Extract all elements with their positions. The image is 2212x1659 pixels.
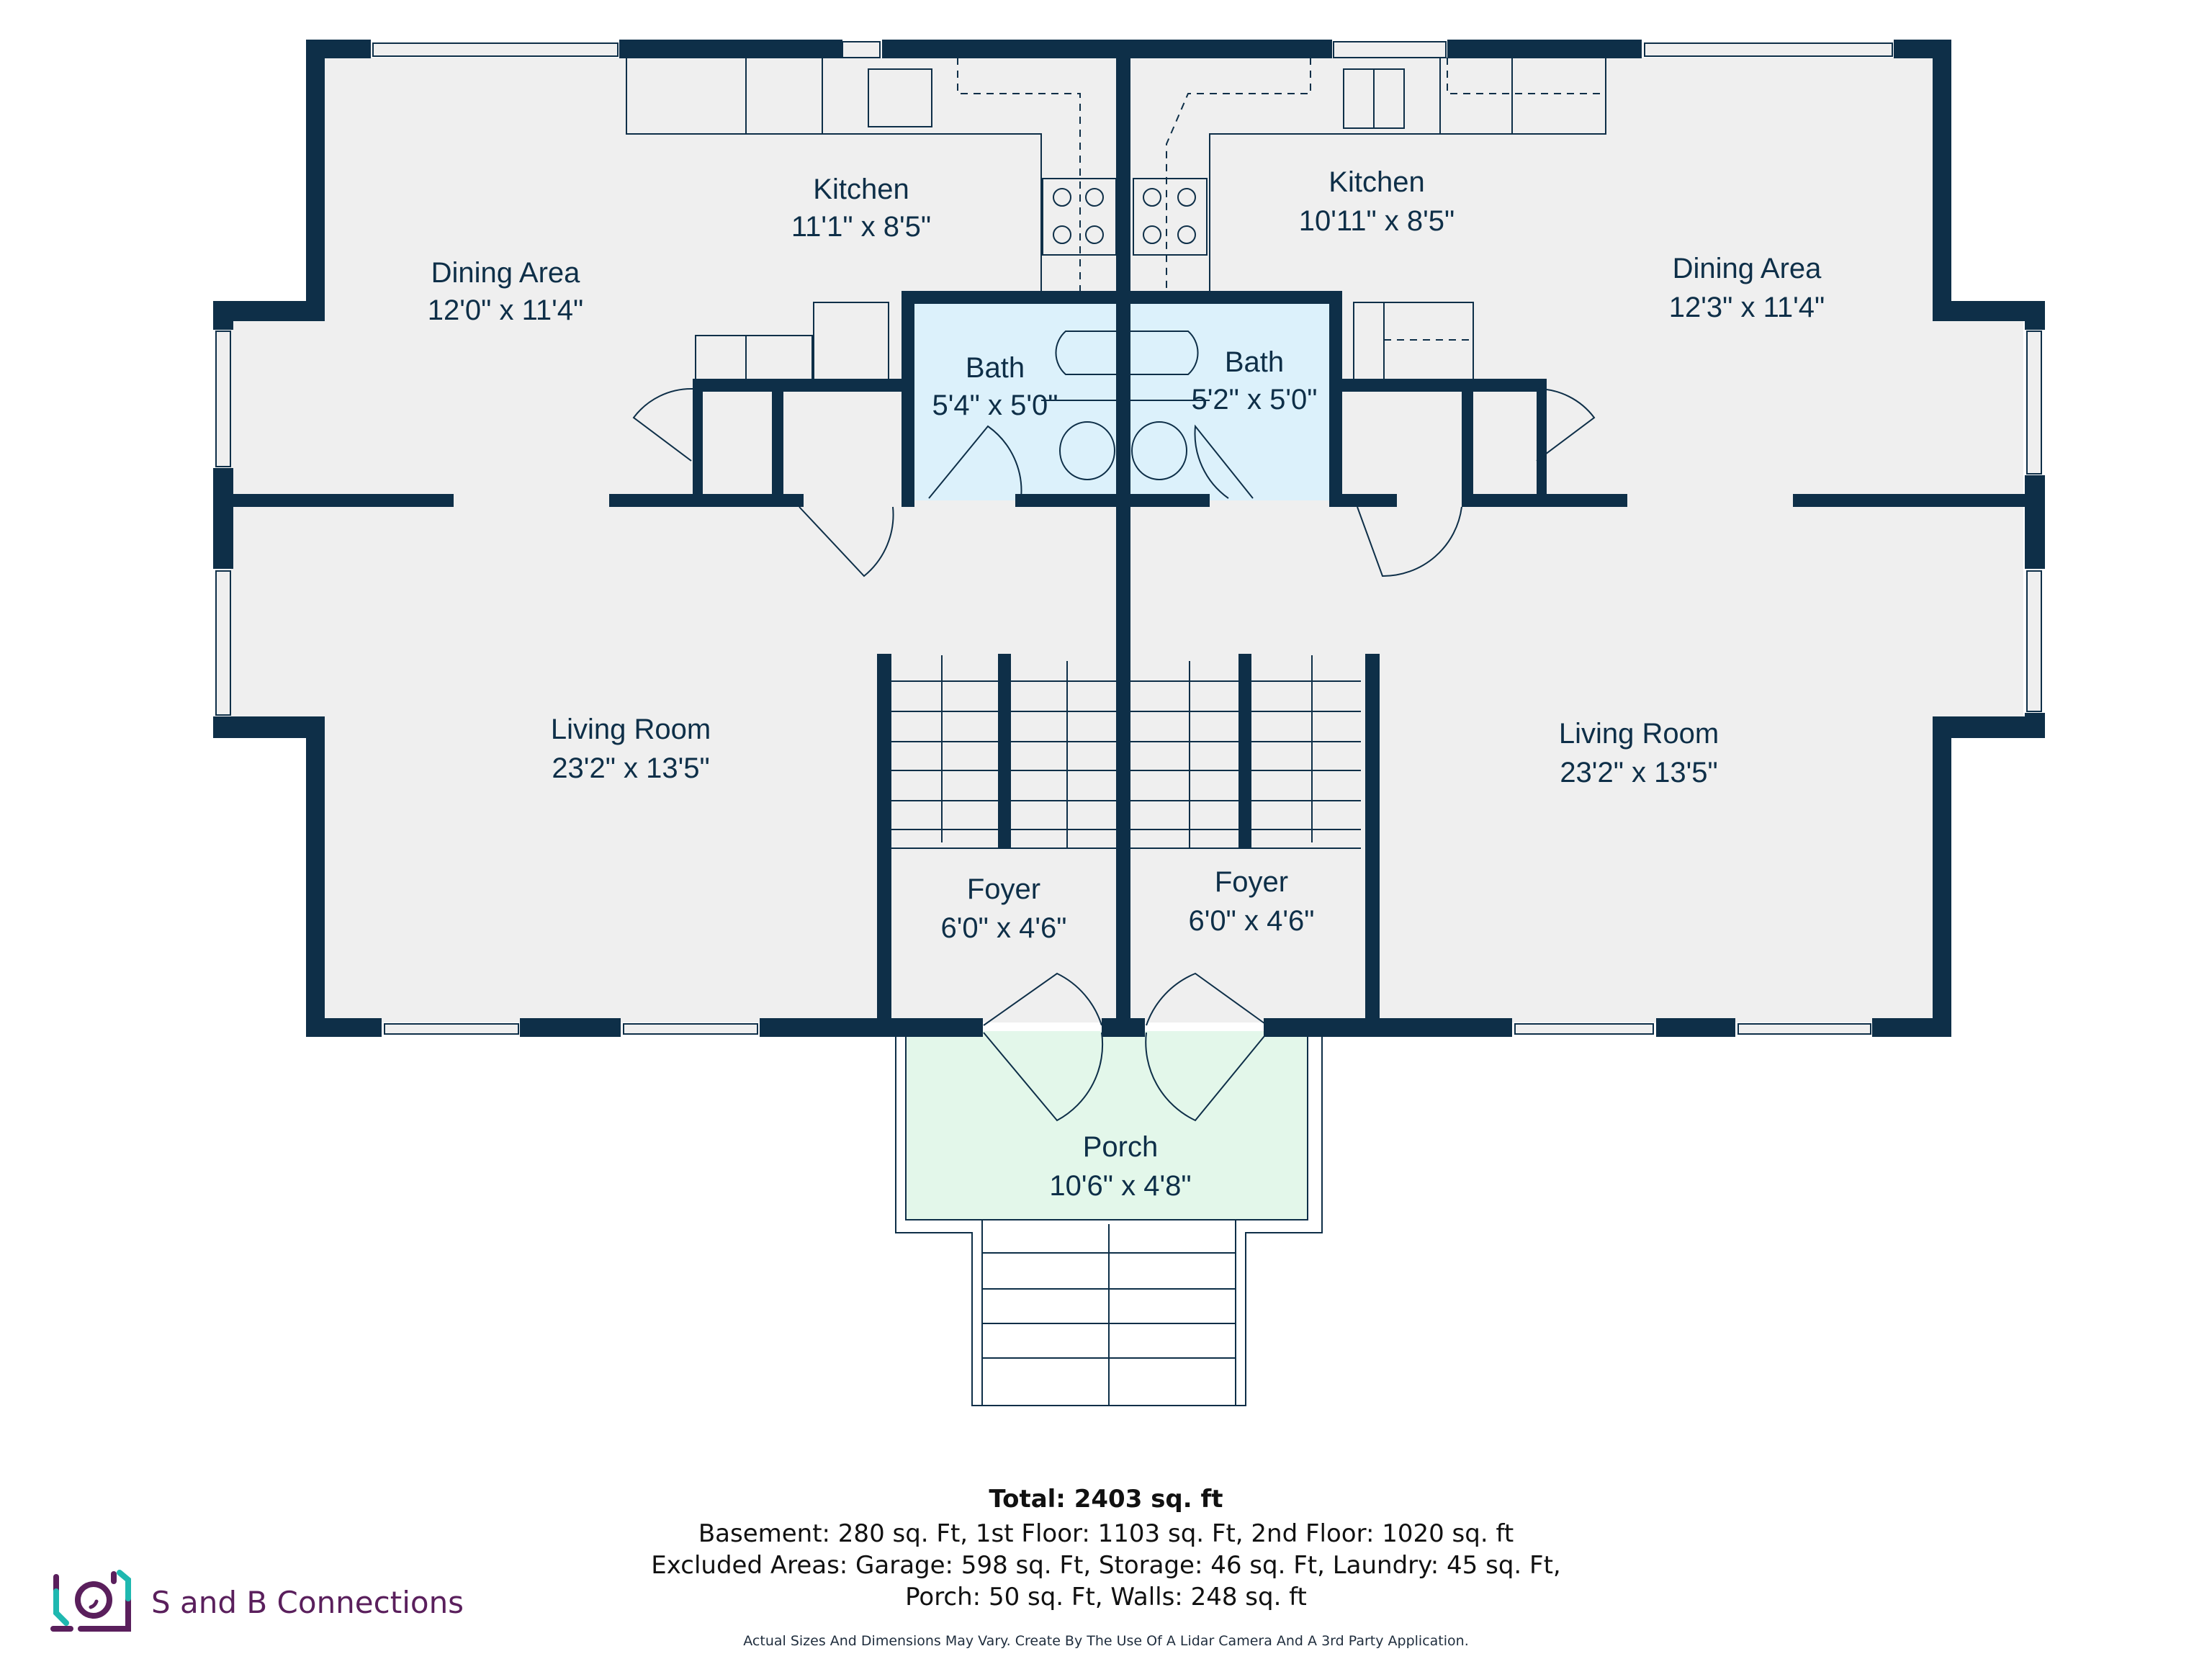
- room-name-kitchen-right: Kitchen: [1328, 166, 1424, 198]
- room-dims-living-right: 23'2" x 13'5": [1560, 757, 1717, 788]
- room-dims-dining-left: 12'0" x 11'4": [428, 295, 583, 326]
- room-name-bath-left: Bath: [966, 352, 1025, 384]
- camera-house-icon: [50, 1570, 131, 1632]
- fixtures: [626, 58, 1606, 1406]
- room-name-dining-right: Dining Area: [1673, 253, 1822, 284]
- basin-icon: [1059, 421, 1115, 480]
- bathtub-icon: [1055, 331, 1116, 375]
- room-dims-living-left: 23'2" x 13'5": [552, 752, 709, 784]
- room-dims-foyer-left: 6'0" x 4'6": [941, 912, 1067, 944]
- company-logo: S and B Connections: [50, 1570, 464, 1635]
- room-name-living-right: Living Room: [1559, 718, 1719, 750]
- bathtub-icon: [1130, 331, 1199, 375]
- room-name-foyer-right: Foyer: [1215, 866, 1288, 898]
- excluded-areas: Excluded Areas: Garage: 598 sq. Ft, Stor…: [651, 1551, 1561, 1580]
- room-name-kitchen-left: Kitchen: [813, 174, 909, 205]
- porch-floor: [906, 1031, 1308, 1220]
- bath-left-floor: [912, 302, 1120, 500]
- total-area: Total: 2403 sq. ft: [989, 1485, 1223, 1514]
- stove-icon: [1133, 178, 1208, 256]
- room-dims-kitchen-left: 11'1" x 8'5": [791, 211, 931, 243]
- windows: [215, 41, 2042, 1035]
- room-dims-dining-right: 12'3" x 11'4": [1669, 292, 1825, 323]
- floors: [230, 58, 2023, 1220]
- room-dims-bath-right: 5'2" x 5'0": [1192, 384, 1318, 415]
- excluded-areas-cont: Porch: 50 sq. Ft, Walls: 248 sq. ft: [905, 1583, 1307, 1611]
- bath-right-floor: [1130, 302, 1339, 500]
- room-name-living-left: Living Room: [551, 714, 711, 745]
- room-name-bath-right: Bath: [1225, 346, 1284, 378]
- room-name-porch: Porch: [1083, 1131, 1159, 1163]
- disclaimer: Actual Sizes And Dimensions May Vary. Cr…: [743, 1633, 1469, 1649]
- basin-icon: [1131, 421, 1187, 480]
- walls: [213, 40, 2045, 1037]
- stove-icon: [1042, 178, 1117, 256]
- room-dims-kitchen-right: 10'11" x 8'5": [1299, 205, 1455, 237]
- room-dims-porch: 10'6" x 4'8": [1049, 1170, 1191, 1202]
- sink-icon: [868, 68, 932, 127]
- room-dims-bath-left: 5'4" x 5'0": [932, 390, 1058, 421]
- room-name-dining-left: Dining Area: [431, 257, 581, 289]
- room-labels: Dining Area 12'0" x 11'4" Kitchen 11'1" …: [428, 166, 1825, 1202]
- room-name-foyer-left: Foyer: [967, 873, 1040, 905]
- company-name: S and B Connections: [151, 1584, 464, 1620]
- floor-areas: Basement: 280 sq. Ft, 1st Floor: 1103 sq…: [698, 1519, 1514, 1548]
- room-dims-foyer-right: 6'0" x 4'6": [1189, 905, 1315, 937]
